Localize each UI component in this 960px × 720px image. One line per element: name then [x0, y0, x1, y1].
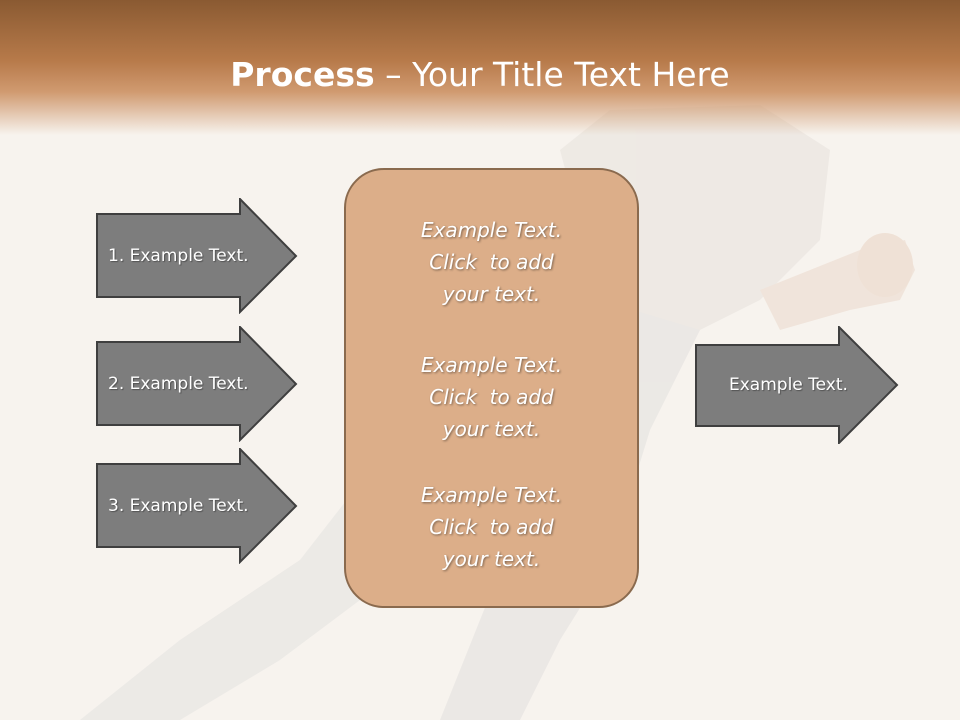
arrow-label: Example Text.: [729, 375, 848, 395]
text-line: your text.: [442, 282, 541, 306]
arrow-shape: [695, 326, 899, 444]
text-line: Click to add: [429, 250, 554, 274]
left-arrow-2[interactable]: 2. Example Text.: [96, 326, 298, 442]
page-title: Process – Your Title Text Here: [0, 52, 960, 98]
text-line: Example Text.: [420, 353, 563, 377]
arrow-label: 1. Example Text.: [108, 246, 249, 266]
text-line: your text.: [442, 417, 541, 441]
left-arrow-1[interactable]: 1. Example Text.: [96, 198, 298, 314]
arrow-shape: [96, 198, 298, 314]
text-block-2[interactable]: Example Text. Click to add your text.: [346, 349, 637, 445]
text-block-1[interactable]: Example Text. Click to add your text.: [346, 214, 637, 310]
text-line: Click to add: [429, 515, 554, 539]
title-bold: Process: [230, 55, 375, 94]
center-text-box[interactable]: Example Text. Click to add your text. Ex…: [344, 168, 639, 608]
arrow-label: 3. Example Text.: [108, 496, 249, 516]
text-block-3[interactable]: Example Text. Click to add your text.: [346, 479, 637, 575]
text-line: Example Text.: [420, 483, 563, 507]
title-bar: [0, 0, 960, 135]
title-rest: – Your Title Text Here: [374, 55, 730, 94]
arrow-label: 2. Example Text.: [108, 374, 249, 394]
right-arrow[interactable]: Example Text.: [695, 326, 899, 444]
text-line: your text.: [442, 547, 541, 571]
arrow-shape: [96, 448, 298, 564]
text-line: Example Text.: [420, 218, 563, 242]
text-line: Click to add: [429, 385, 554, 409]
left-arrow-3[interactable]: 3. Example Text.: [96, 448, 298, 564]
arrow-shape: [96, 326, 298, 442]
